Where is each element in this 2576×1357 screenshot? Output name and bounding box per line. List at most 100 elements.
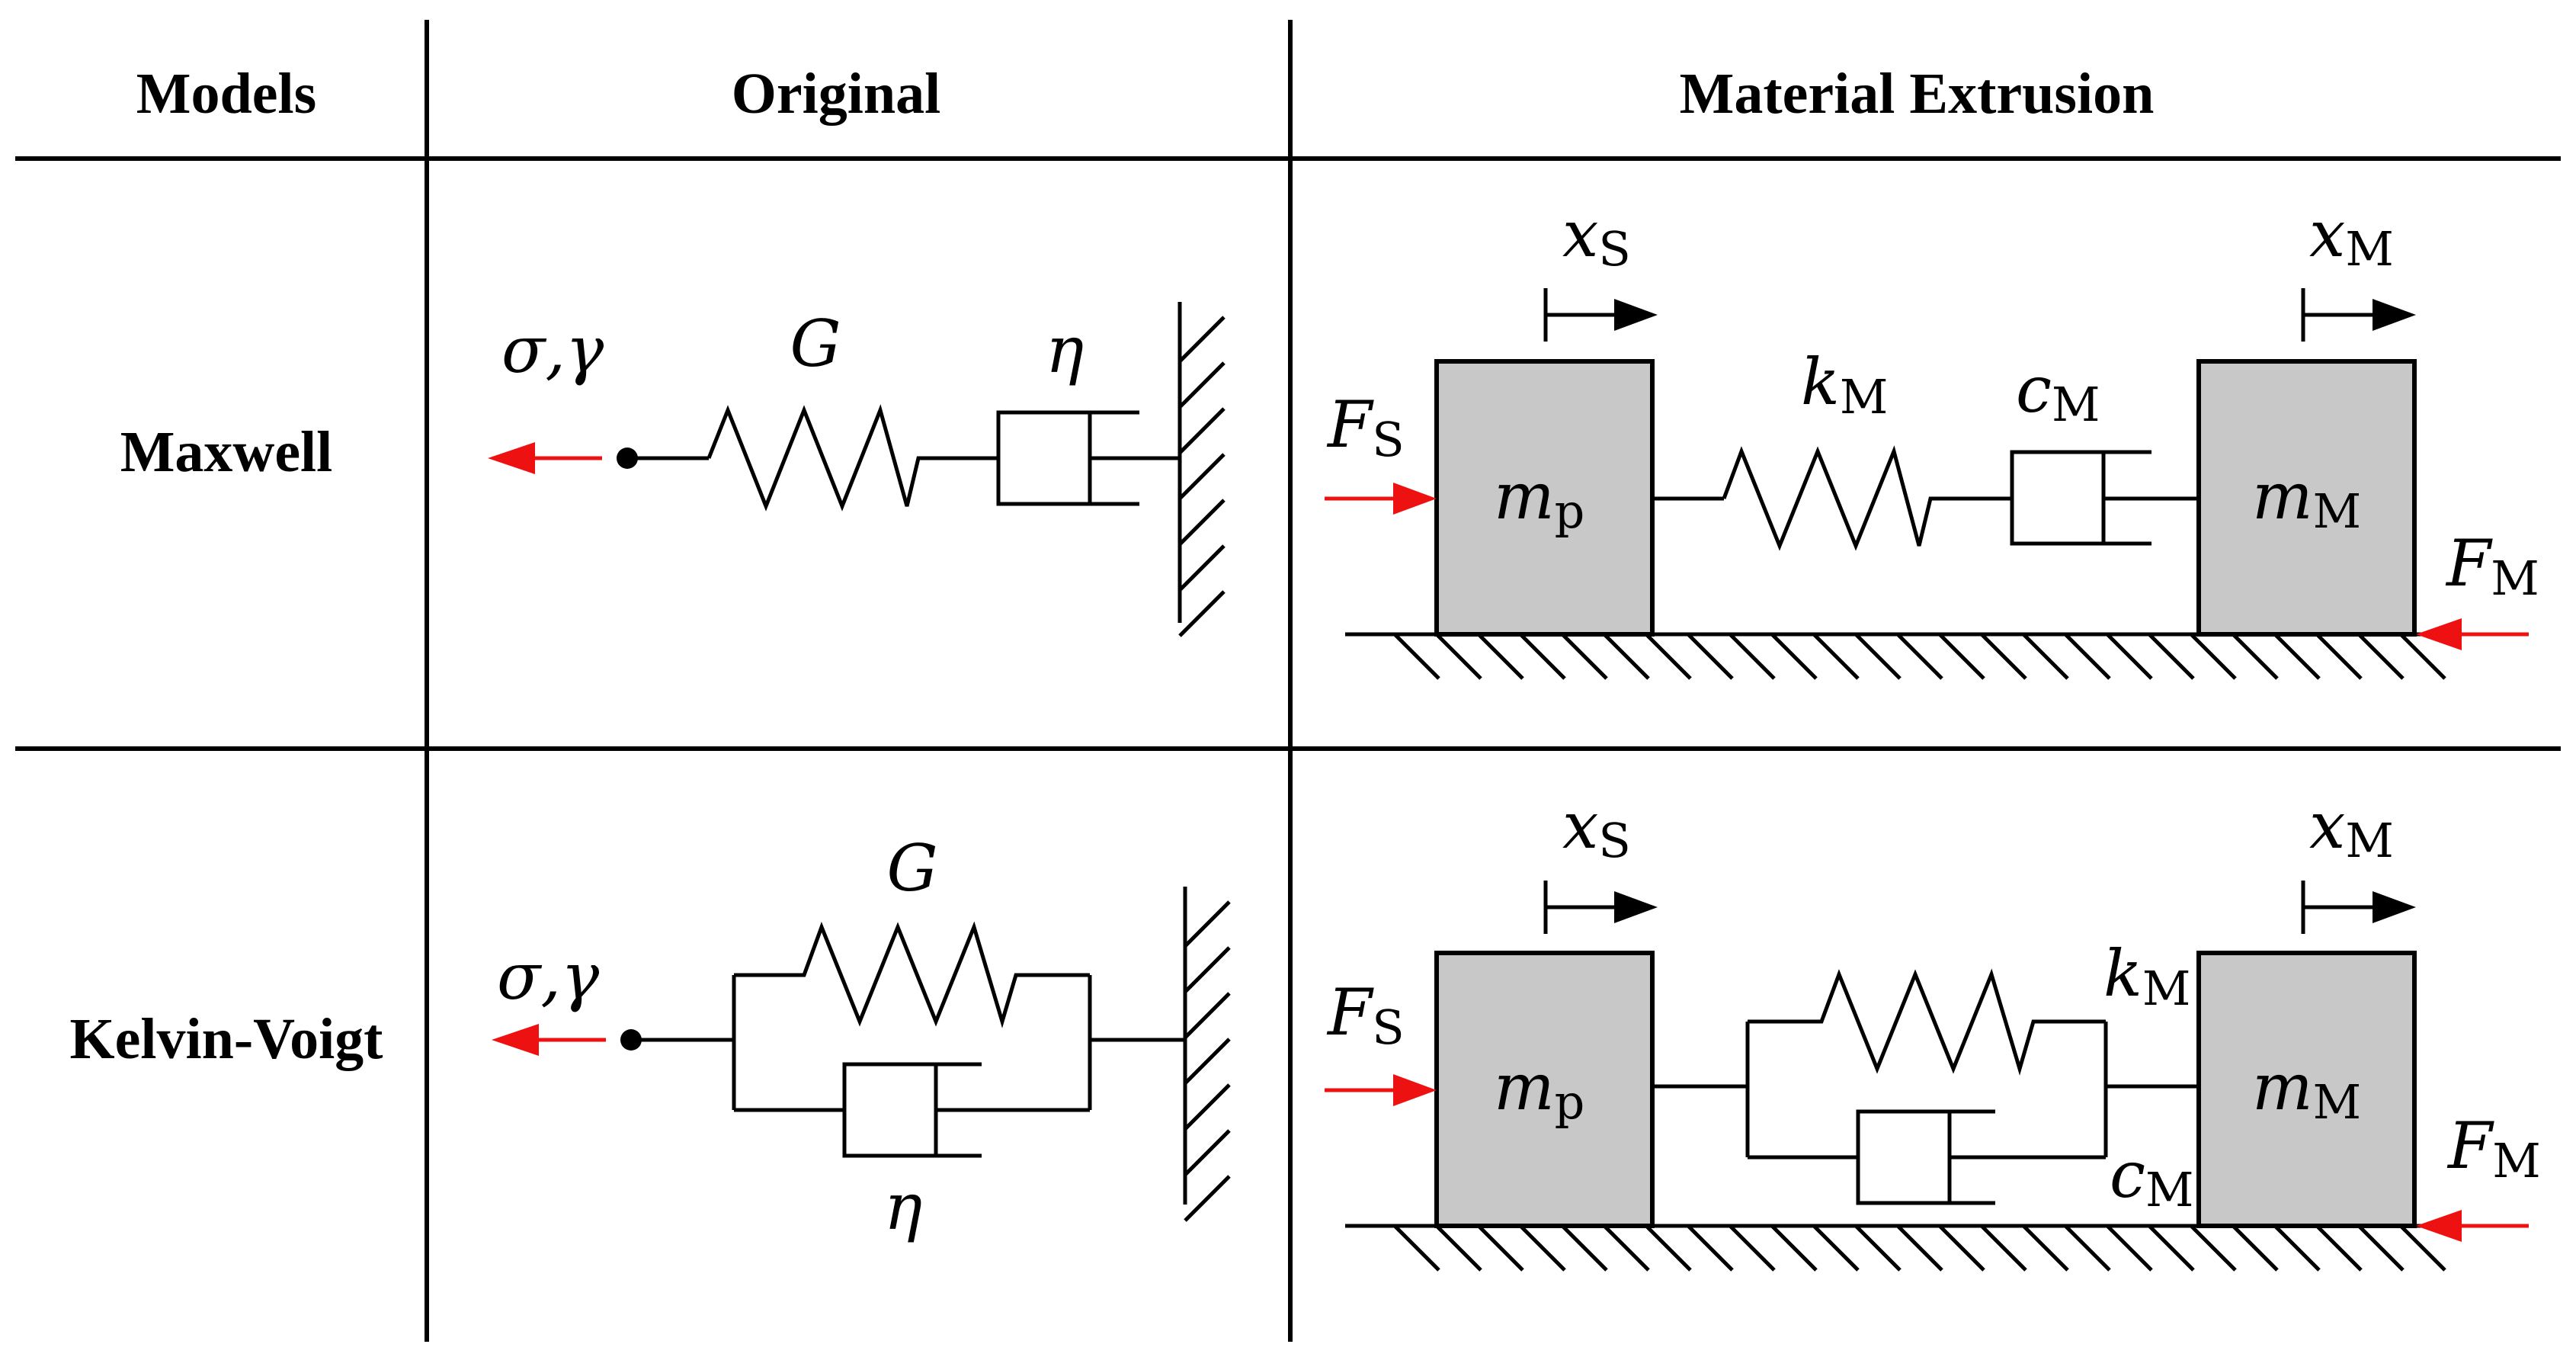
maxwell-spring-km-label: kM [1801, 345, 1888, 425]
kelvin-extrusion-diagram: mp mM kM cM xS [1325, 788, 2541, 1272]
hatch-mark [2106, 1224, 2153, 1272]
maxwell-spring-label: G [790, 306, 841, 381]
hatch-mark [2399, 633, 2446, 680]
kelvin-force-m-label: FM [2446, 1108, 2541, 1189]
maxwell-damper-eta [996, 410, 1180, 506]
kelvin-damper-label: η [884, 1169, 922, 1244]
maxwell-force-m-arrow [2416, 618, 2529, 650]
header-models: Models [136, 62, 316, 126]
hatch-mark [1178, 453, 1226, 500]
hatch-mark [1770, 633, 1818, 680]
maxwell-damper-label: η [1046, 313, 1084, 387]
maxwell-mass-m-label: mM [2252, 459, 2361, 539]
maxwell-extrusion-diagram: mp mM kM cM xS [1325, 197, 2539, 680]
maxwell-disp-s-label: xS [1562, 197, 1631, 277]
hatch-mark [1184, 946, 1231, 993]
kelvin-mass-p-label: mp [1494, 1050, 1584, 1130]
table-grid [15, 20, 2561, 1342]
hatch-mark [1184, 1083, 1231, 1131]
hatch-mark [1687, 1224, 1734, 1272]
maxwell-force-s-label: FS [1326, 387, 1405, 467]
maxwell-force-s-arrow [1325, 483, 1437, 515]
hatch-mark [2315, 633, 2363, 680]
maxwell-damper-cm [2010, 450, 2199, 546]
hatch-mark [1645, 1224, 1692, 1272]
hatch-mark [1938, 1224, 1985, 1272]
hatch-mark [2190, 633, 2237, 680]
kelvin-damper-cm [1748, 1109, 2106, 1205]
hatch-mark [1729, 633, 1776, 680]
kelvin-damper-eta [734, 1062, 1090, 1158]
kelvin-mass-p [1434, 951, 1655, 1228]
hatch-mark [1184, 1129, 1231, 1176]
kelvin-damper-cm-label: cM [2110, 1137, 2194, 1217]
kelvin-spring-km [1748, 968, 2106, 1076]
hatch-mark [1393, 1224, 1440, 1272]
hatch-mark [2273, 633, 2321, 680]
row-label-kelvin-voigt: Kelvin-Voigt [70, 1007, 383, 1071]
maxwell-spring-g [706, 404, 998, 512]
maxwell-damper-cm-label: cM [2016, 352, 2100, 432]
hatch-mark [1603, 633, 1650, 680]
hatch-mark [2022, 633, 2069, 680]
kelvin-ground-hatch [1393, 1224, 2446, 1272]
hatch-mark [1603, 1224, 1650, 1272]
hatch-mark [1178, 361, 1226, 409]
hatch-mark [1393, 633, 1440, 680]
maxwell-mass-p-label: mp [1494, 459, 1584, 539]
hatch-mark [1938, 633, 1985, 680]
kelvin-spring-g [734, 921, 1090, 1028]
hatch-mark [1687, 633, 1734, 680]
maxwell-force-m-label: FM [2445, 526, 2539, 606]
hatch-mark [1178, 590, 1226, 637]
hatch-mark [2357, 633, 2405, 680]
hatch-mark [2399, 1224, 2446, 1272]
kelvin-force-s-label: FS [1326, 975, 1405, 1055]
hatch-mark [1477, 1224, 1524, 1272]
hatch-mark [1435, 633, 1482, 680]
maxwell-fixed-wall [1177, 302, 1226, 637]
maxwell-disp-m-label: xM [2309, 197, 2394, 277]
kelvin-mass-m [2196, 951, 2417, 1228]
maxwell-ground [1345, 632, 2519, 680]
hatch-mark [1435, 1224, 1482, 1272]
hatch-mark [1561, 633, 1608, 680]
kelvin-disp-s-label: xS [1562, 788, 1631, 868]
hatch-mark [1184, 900, 1231, 948]
hatch-mark [2064, 1224, 2111, 1272]
hatch-mark [1854, 1224, 1902, 1272]
hatch-mark [1812, 633, 1860, 680]
header-original: Original [732, 62, 940, 126]
kelvin-fixed-wall [1183, 887, 1231, 1222]
header-material-extrusion: Material Extrusion [1680, 62, 2155, 126]
maxwell-stress-strain-label: σ,γ [501, 313, 604, 387]
hatch-mark [2357, 1224, 2405, 1272]
hatch-mark [1854, 633, 1902, 680]
kelvin-spring-km-label: kM [2103, 936, 2190, 1016]
hatch-mark [1178, 407, 1226, 454]
hatch-mark [1519, 1224, 1566, 1272]
hatch-mark [2148, 1224, 2195, 1272]
hatch-mark [1812, 1224, 1860, 1272]
kelvin-force-m-arrow [2416, 1210, 2529, 1242]
row-label-maxwell: Maxwell [120, 420, 333, 484]
kelvin-disp-m-arrow [2301, 881, 2416, 934]
hatch-mark [1770, 1224, 1818, 1272]
kelvin-original-diagram: σ,γ G η [492, 831, 1231, 1244]
kelvin-disp-s-arrow [1543, 881, 1658, 934]
kelvin-stress-arrow [492, 1024, 606, 1056]
maxwell-disp-m-arrow [2301, 288, 2416, 342]
hatch-mark [1178, 316, 1226, 363]
maxwell-ground-hatch [1393, 633, 2446, 680]
kelvin-spring-label: G [886, 831, 937, 906]
hatch-mark [2148, 633, 2195, 680]
hatch-mark [1519, 633, 1566, 680]
maxwell-disp-s-arrow [1543, 288, 1658, 342]
hatch-mark [1729, 1224, 1776, 1272]
maxwell-wall-hatch [1178, 316, 1226, 637]
hatch-mark [1980, 633, 2027, 680]
hatch-mark [1178, 499, 1226, 546]
maxwell-stress-arrow [488, 442, 602, 474]
maxwell-original-diagram: σ,γ G η [488, 302, 1226, 637]
